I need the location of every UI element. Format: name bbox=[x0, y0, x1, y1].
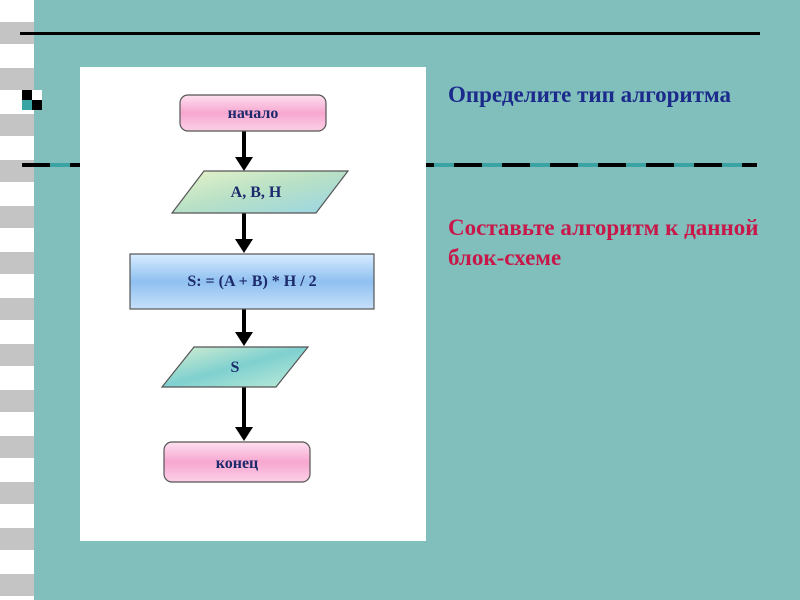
slide-heading: Определите тип алгоритма bbox=[448, 82, 731, 107]
output-block bbox=[160, 346, 310, 388]
strip-block bbox=[0, 298, 34, 320]
strip-block bbox=[0, 22, 34, 44]
end-terminator bbox=[163, 441, 311, 483]
process-block bbox=[129, 253, 375, 310]
strip-block bbox=[0, 482, 34, 504]
start-terminator bbox=[179, 94, 327, 132]
connector-arrows bbox=[235, 131, 253, 441]
top-divider bbox=[20, 32, 760, 35]
strip-block bbox=[0, 574, 34, 596]
strip-block bbox=[0, 344, 34, 366]
strip-block bbox=[0, 528, 34, 550]
bullet-icon bbox=[22, 90, 42, 110]
output-label: S bbox=[231, 359, 240, 376]
input-block bbox=[170, 170, 350, 214]
flowchart-panel: начало A, B, H S: = (A + B) * H / 2 S ко… bbox=[80, 67, 426, 541]
strip-block bbox=[0, 436, 34, 458]
process-label: S: = (A + B) * H / 2 bbox=[187, 273, 316, 290]
end-label: конец bbox=[216, 455, 259, 472]
input-label: A, B, H bbox=[231, 184, 282, 201]
strip-block bbox=[0, 390, 34, 412]
start-label: начало bbox=[228, 105, 279, 122]
strip-block bbox=[0, 252, 34, 274]
flowchart-diagram: начало A, B, H S: = (A + B) * H / 2 S ко… bbox=[129, 94, 375, 483]
task-text: Составьте алгоритм к данной блок-схеме bbox=[448, 215, 759, 270]
strip-block bbox=[0, 206, 34, 228]
strip-block bbox=[0, 68, 34, 90]
strip-block bbox=[0, 114, 34, 136]
